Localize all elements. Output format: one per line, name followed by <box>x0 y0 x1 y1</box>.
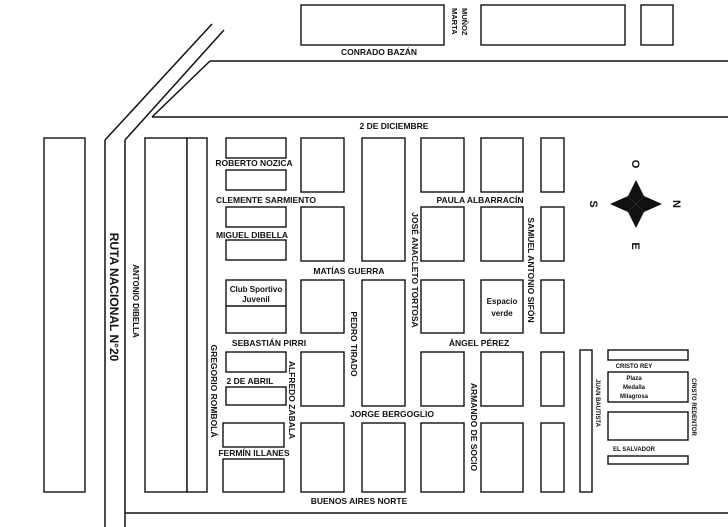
label-paula-albarracin: PAULA ALBARRACÍN <box>436 195 523 205</box>
blocks <box>43 4 689 493</box>
block-narrow-strip <box>186 137 208 493</box>
block-e5 <box>480 422 524 493</box>
block-b1 <box>300 137 345 193</box>
label-jose-anacleto-tortosa: JOSÉ ANACLETO TORTOSA <box>410 212 420 327</box>
block-a3 <box>225 206 287 228</box>
compass-east-arm <box>636 196 662 212</box>
diagonal-road-edge-1 <box>104 23 213 141</box>
label-espacio-verde-2: verde <box>491 309 513 318</box>
block-a8 <box>222 422 285 448</box>
label-matias-guerra: MATÍAS GUERRA <box>313 266 384 276</box>
block-d3 <box>420 279 465 334</box>
block-d2 <box>420 206 465 262</box>
compass-label-west: O <box>629 160 641 169</box>
label-alfredo-zabala: ALFREDO ZABALA <box>287 361 297 439</box>
block-e4 <box>480 351 524 407</box>
block-b3 <box>300 279 345 334</box>
block-antonio-dibella-strip <box>144 137 188 493</box>
block-c1 <box>361 137 406 262</box>
street-labels-horizontal: CONRADO BAZÁN 2 DE DICIEMBRE ROBERTO NOZ… <box>215 47 655 506</box>
label-jorge-bergoglio: JORGE BERGOGLIO <box>350 409 434 419</box>
diagonal-road-edge-3 <box>151 60 211 118</box>
compass-label-south: S <box>587 200 599 207</box>
block-a7 <box>225 386 287 406</box>
label-cristo-redentor: CRISTO REDENTOR <box>690 378 696 436</box>
label-juan-bautista: JUAN BAUTISTA <box>594 379 600 428</box>
label-gregorio-rombola: GREGORIO ROMBOLÁ <box>209 344 219 437</box>
block-left-strip <box>43 137 86 493</box>
label-2-de-abril: 2 DE ABRIL <box>227 376 274 386</box>
label-buenos-aires-norte: BUENOS AIRES NORTE <box>311 496 408 506</box>
label-2-de-diciembre: 2 DE DICIEMBRE <box>360 121 429 131</box>
block-f3 <box>540 279 565 334</box>
label-el-salvador: EL SALVADOR <box>613 447 656 453</box>
block-d4 <box>420 351 465 407</box>
label-angel-perez: ÁNGEL PÉREZ <box>449 338 509 348</box>
block-c2 <box>361 279 406 407</box>
compass-rose: N S E O <box>587 160 682 250</box>
label-sebastian-pirri: SEBASTIÁN PIRRI <box>232 338 306 348</box>
block-a6 <box>225 351 287 373</box>
block-top-3 <box>640 4 674 46</box>
compass-label-north: N <box>670 200 682 208</box>
block-b5 <box>300 422 345 493</box>
block-juan-bautista-strip <box>579 349 593 493</box>
block-a4 <box>225 239 287 261</box>
label-pedro-tirado: PEDRO TIRADO <box>349 311 359 377</box>
label-marta-munoz-1: MARTA <box>450 8 459 35</box>
block-f2 <box>540 206 565 262</box>
block-a1 <box>225 137 287 159</box>
compass-north-arm <box>628 180 644 204</box>
block-f1 <box>540 137 565 193</box>
label-plaza-3: Milagrosa <box>620 394 649 400</box>
label-cristo-rey: CRISTO REY <box>616 364 653 370</box>
block-b4 <box>300 351 345 407</box>
label-roberto-nozica: ROBERTO NOZICA <box>215 158 292 168</box>
block-plaza-medalla <box>607 371 689 403</box>
label-clemente-sarmiento: CLEMENTE SARMIENTO <box>216 195 316 205</box>
block-top-1 <box>300 4 445 46</box>
block-plaza-bottom <box>607 455 689 465</box>
block-plaza-3 <box>607 411 689 441</box>
block-a9 <box>222 458 285 493</box>
block-d1 <box>420 137 465 193</box>
label-plaza-2: Medalla <box>623 385 646 391</box>
label-plaza-1: Plaza <box>626 376 642 382</box>
block-f5 <box>540 422 565 493</box>
label-espacio-verde-1: Espacio <box>487 297 518 306</box>
label-armando-de-socio: ARMANDO DE SOCIO <box>469 383 479 472</box>
block-f4 <box>540 351 565 407</box>
place-labels: Club Sportivo Juvenil Espacio verde Plaz… <box>230 285 649 400</box>
label-conrado-bazan: CONRADO BAZÁN <box>341 47 417 57</box>
label-ruta-nacional-20: RUTA NACIONAL N°20 <box>107 233 121 362</box>
block-b2 <box>300 206 345 262</box>
block-top-2 <box>480 4 626 46</box>
label-samuel-antonio-sifon: SAMUEL ANTONIO SIFÓN <box>526 217 537 322</box>
label-marta-munoz-2: MUÑOZ <box>460 8 469 36</box>
label-miguel-dibella: MIGUEL DIBELLA <box>216 230 288 240</box>
compass-label-east: E <box>629 242 641 249</box>
block-e1 <box>480 137 524 193</box>
block-e2 <box>480 206 524 262</box>
compass-south-arm <box>628 204 644 228</box>
block-d5 <box>420 422 465 493</box>
compass-west-arm <box>610 196 636 212</box>
block-a2 <box>225 169 287 191</box>
block-c3 <box>361 422 406 493</box>
block-plaza-top <box>607 349 689 361</box>
diagonal-road-edge-2 <box>124 29 225 141</box>
block-espacio-verde <box>480 279 524 334</box>
street-labels-vertical: MARTA MUÑOZ JOSÉ ANACLETO TORTOSA SAMUEL… <box>107 8 696 472</box>
label-fermin-illanes: FERMÍN ILLANES <box>218 448 290 458</box>
label-club-sportivo-1: Club Sportivo <box>230 285 283 294</box>
road-lines <box>104 23 728 527</box>
label-club-sportivo-2: Juvenil <box>242 295 270 304</box>
label-antonio-dibella: ANTONIO DIBELLA <box>131 264 140 338</box>
